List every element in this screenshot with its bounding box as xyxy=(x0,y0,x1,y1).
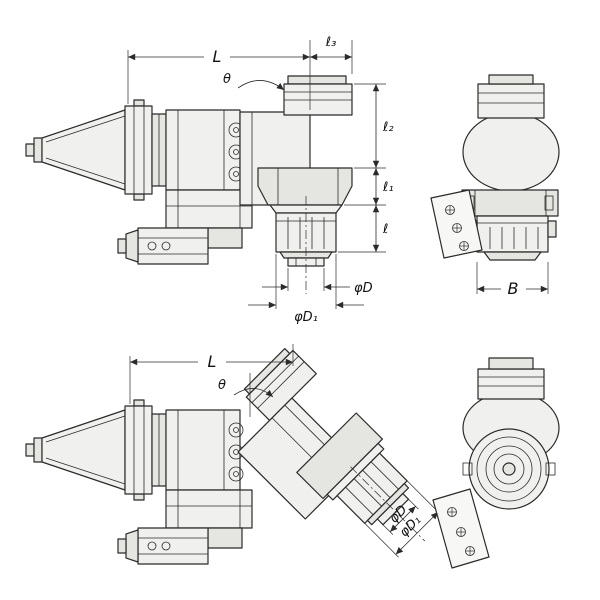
dim-label-phiD: φD xyxy=(354,281,373,296)
spindle-cap xyxy=(245,349,317,421)
collet-front xyxy=(462,428,556,510)
dim-label-theta: θ xyxy=(223,72,231,87)
spindle-cap-rim xyxy=(287,75,347,85)
collet-nut-front xyxy=(476,215,549,253)
top-side-dimensions: L ℓ₃ θ ℓ₂ ℓ₁ ℓ φD φD₁ xyxy=(127,35,394,325)
mount-plate xyxy=(432,488,490,569)
v-flange xyxy=(124,105,153,195)
dim-label-l3: ℓ₃ xyxy=(325,35,337,50)
dim-label-l: ℓ xyxy=(382,222,388,237)
screw-icon xyxy=(456,527,466,537)
screw-icon xyxy=(447,507,457,517)
dim-label-L: L xyxy=(208,352,217,371)
spindle-cap xyxy=(283,83,353,116)
gear-case xyxy=(296,412,383,500)
dim-label-B: B xyxy=(508,279,519,298)
top-front-view: B xyxy=(430,74,560,298)
dim-label-theta: θ xyxy=(218,378,226,393)
dim-label-l2: ℓ₂ xyxy=(382,120,394,135)
spindle-cap-front xyxy=(477,368,545,400)
top-front-dimensions: B xyxy=(476,262,549,298)
bottom-front-view xyxy=(432,357,560,569)
stop-block-bracket xyxy=(117,189,253,265)
right-angle-head xyxy=(239,75,353,294)
bottom-side-view: L θ φD φD₁ xyxy=(25,344,440,565)
dim-label-phiD1: φD₁ xyxy=(294,310,318,325)
dim-label-L: L xyxy=(213,47,222,66)
screw-icon xyxy=(445,205,455,215)
spindle-cap-front xyxy=(477,83,545,119)
mount-plate xyxy=(430,189,483,259)
dim-label-l1: ℓ₁ xyxy=(382,180,394,195)
gear-case-front xyxy=(461,189,559,217)
shank-assembly xyxy=(25,99,253,265)
taper-shank xyxy=(41,109,126,191)
angled-head xyxy=(237,348,426,542)
screw-icon xyxy=(459,241,469,251)
pull-stud xyxy=(25,143,35,157)
top-side-view: L ℓ₃ θ ℓ₂ ℓ₁ ℓ φD φD₁ xyxy=(25,35,394,325)
screw-icon xyxy=(465,546,475,556)
screw-icon xyxy=(452,223,462,233)
head-body-front xyxy=(462,112,560,192)
